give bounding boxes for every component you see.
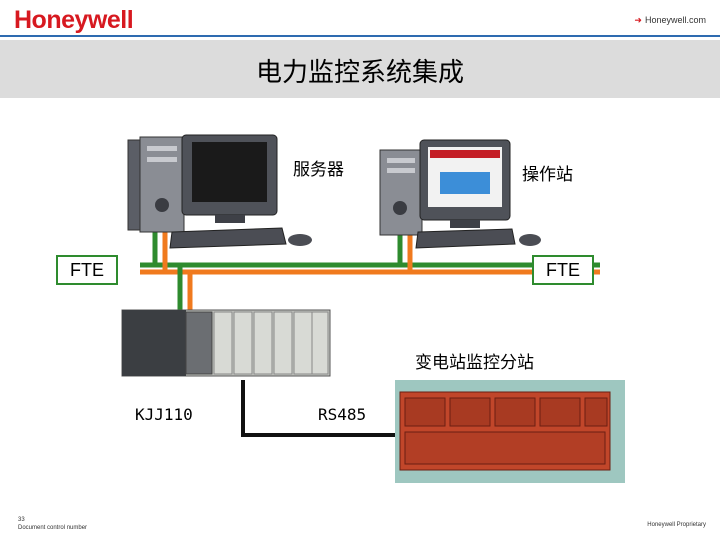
operator-tower (379, 149, 423, 236)
rs485-label: RS485 (318, 405, 367, 424)
operator-keyboard (415, 228, 516, 249)
controller-power-module (122, 310, 186, 376)
doc-control-number: Document control number (18, 525, 88, 531)
server-mouse (288, 234, 312, 246)
honeywell-link[interactable]: ➜Honeywell.com (634, 15, 706, 26)
controller-rack[interactable] (121, 309, 331, 377)
controller-label: KJJ110 (135, 405, 193, 424)
honeywell-link-label: Honeywell.com (644, 15, 706, 25)
honeywell-logo: Honeywell (14, 6, 134, 34)
fte-label-right: FTE (532, 255, 594, 285)
substation-cabinet-photo (395, 380, 625, 483)
title-bar (0, 40, 720, 98)
arrow-right-icon: ➜ (634, 15, 642, 25)
operator-workstation[interactable] (379, 139, 541, 249)
operator-mouse (519, 234, 541, 246)
footer-left: 33 Document control number (18, 516, 87, 532)
rs485-link (241, 380, 395, 437)
slide-title: 电力监控系统集成 (255, 58, 464, 88)
header-divider (0, 35, 720, 37)
server-keyboard (169, 227, 287, 249)
server-screen (192, 142, 267, 202)
substation-label: 变电站监控分站 (415, 353, 534, 373)
fte-label-left: FTE (56, 255, 118, 285)
server-tower (139, 136, 185, 233)
server-label: 服务器 (293, 160, 344, 180)
footer-proprietary: Honeywell Proprietary (647, 522, 706, 528)
operator-label: 操作站 (522, 165, 573, 185)
server-workstation[interactable] (127, 134, 312, 249)
page-number: 33 (18, 517, 25, 523)
fte-network-lines (140, 232, 600, 315)
